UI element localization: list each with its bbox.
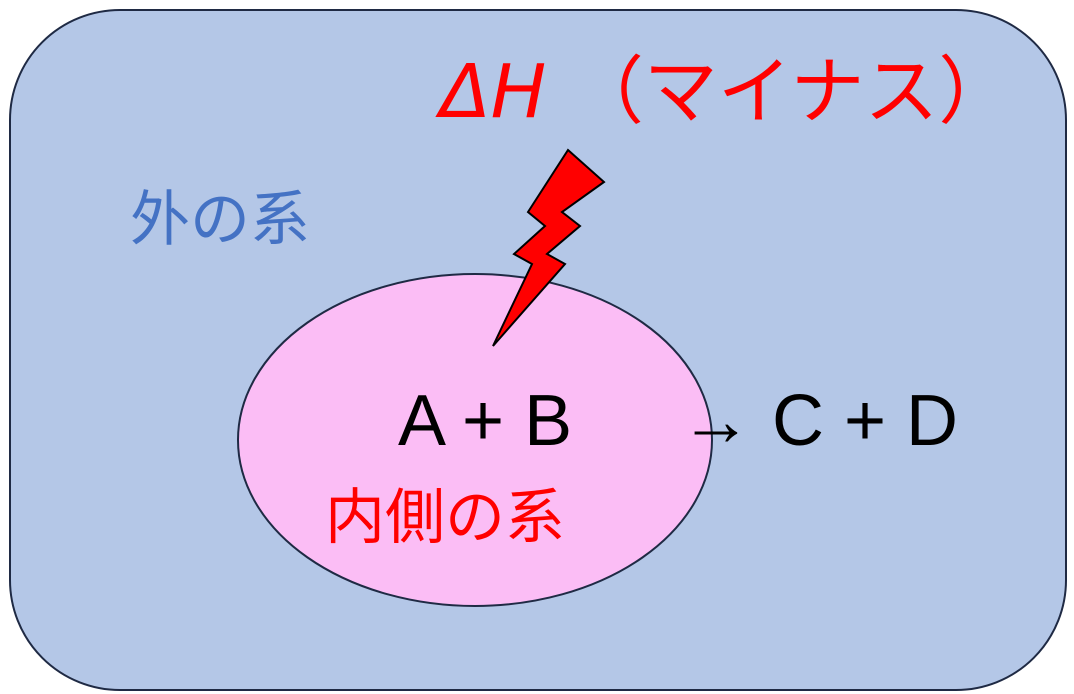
- delta-h-annotation: （マイナス）: [569, 49, 1013, 135]
- inner-system-ellipse: [237, 273, 713, 607]
- reactants-text: A + B: [398, 381, 573, 461]
- products-text: → C + D: [680, 381, 959, 461]
- delta-h-label: ΔH （マイナス）: [440, 55, 1012, 129]
- delta-h-symbol: ΔH: [440, 49, 547, 135]
- outer-system-label: 外の系: [130, 185, 310, 255]
- lightning-bolt-icon: [492, 148, 606, 347]
- inner-system-label: 内側の系: [325, 483, 565, 553]
